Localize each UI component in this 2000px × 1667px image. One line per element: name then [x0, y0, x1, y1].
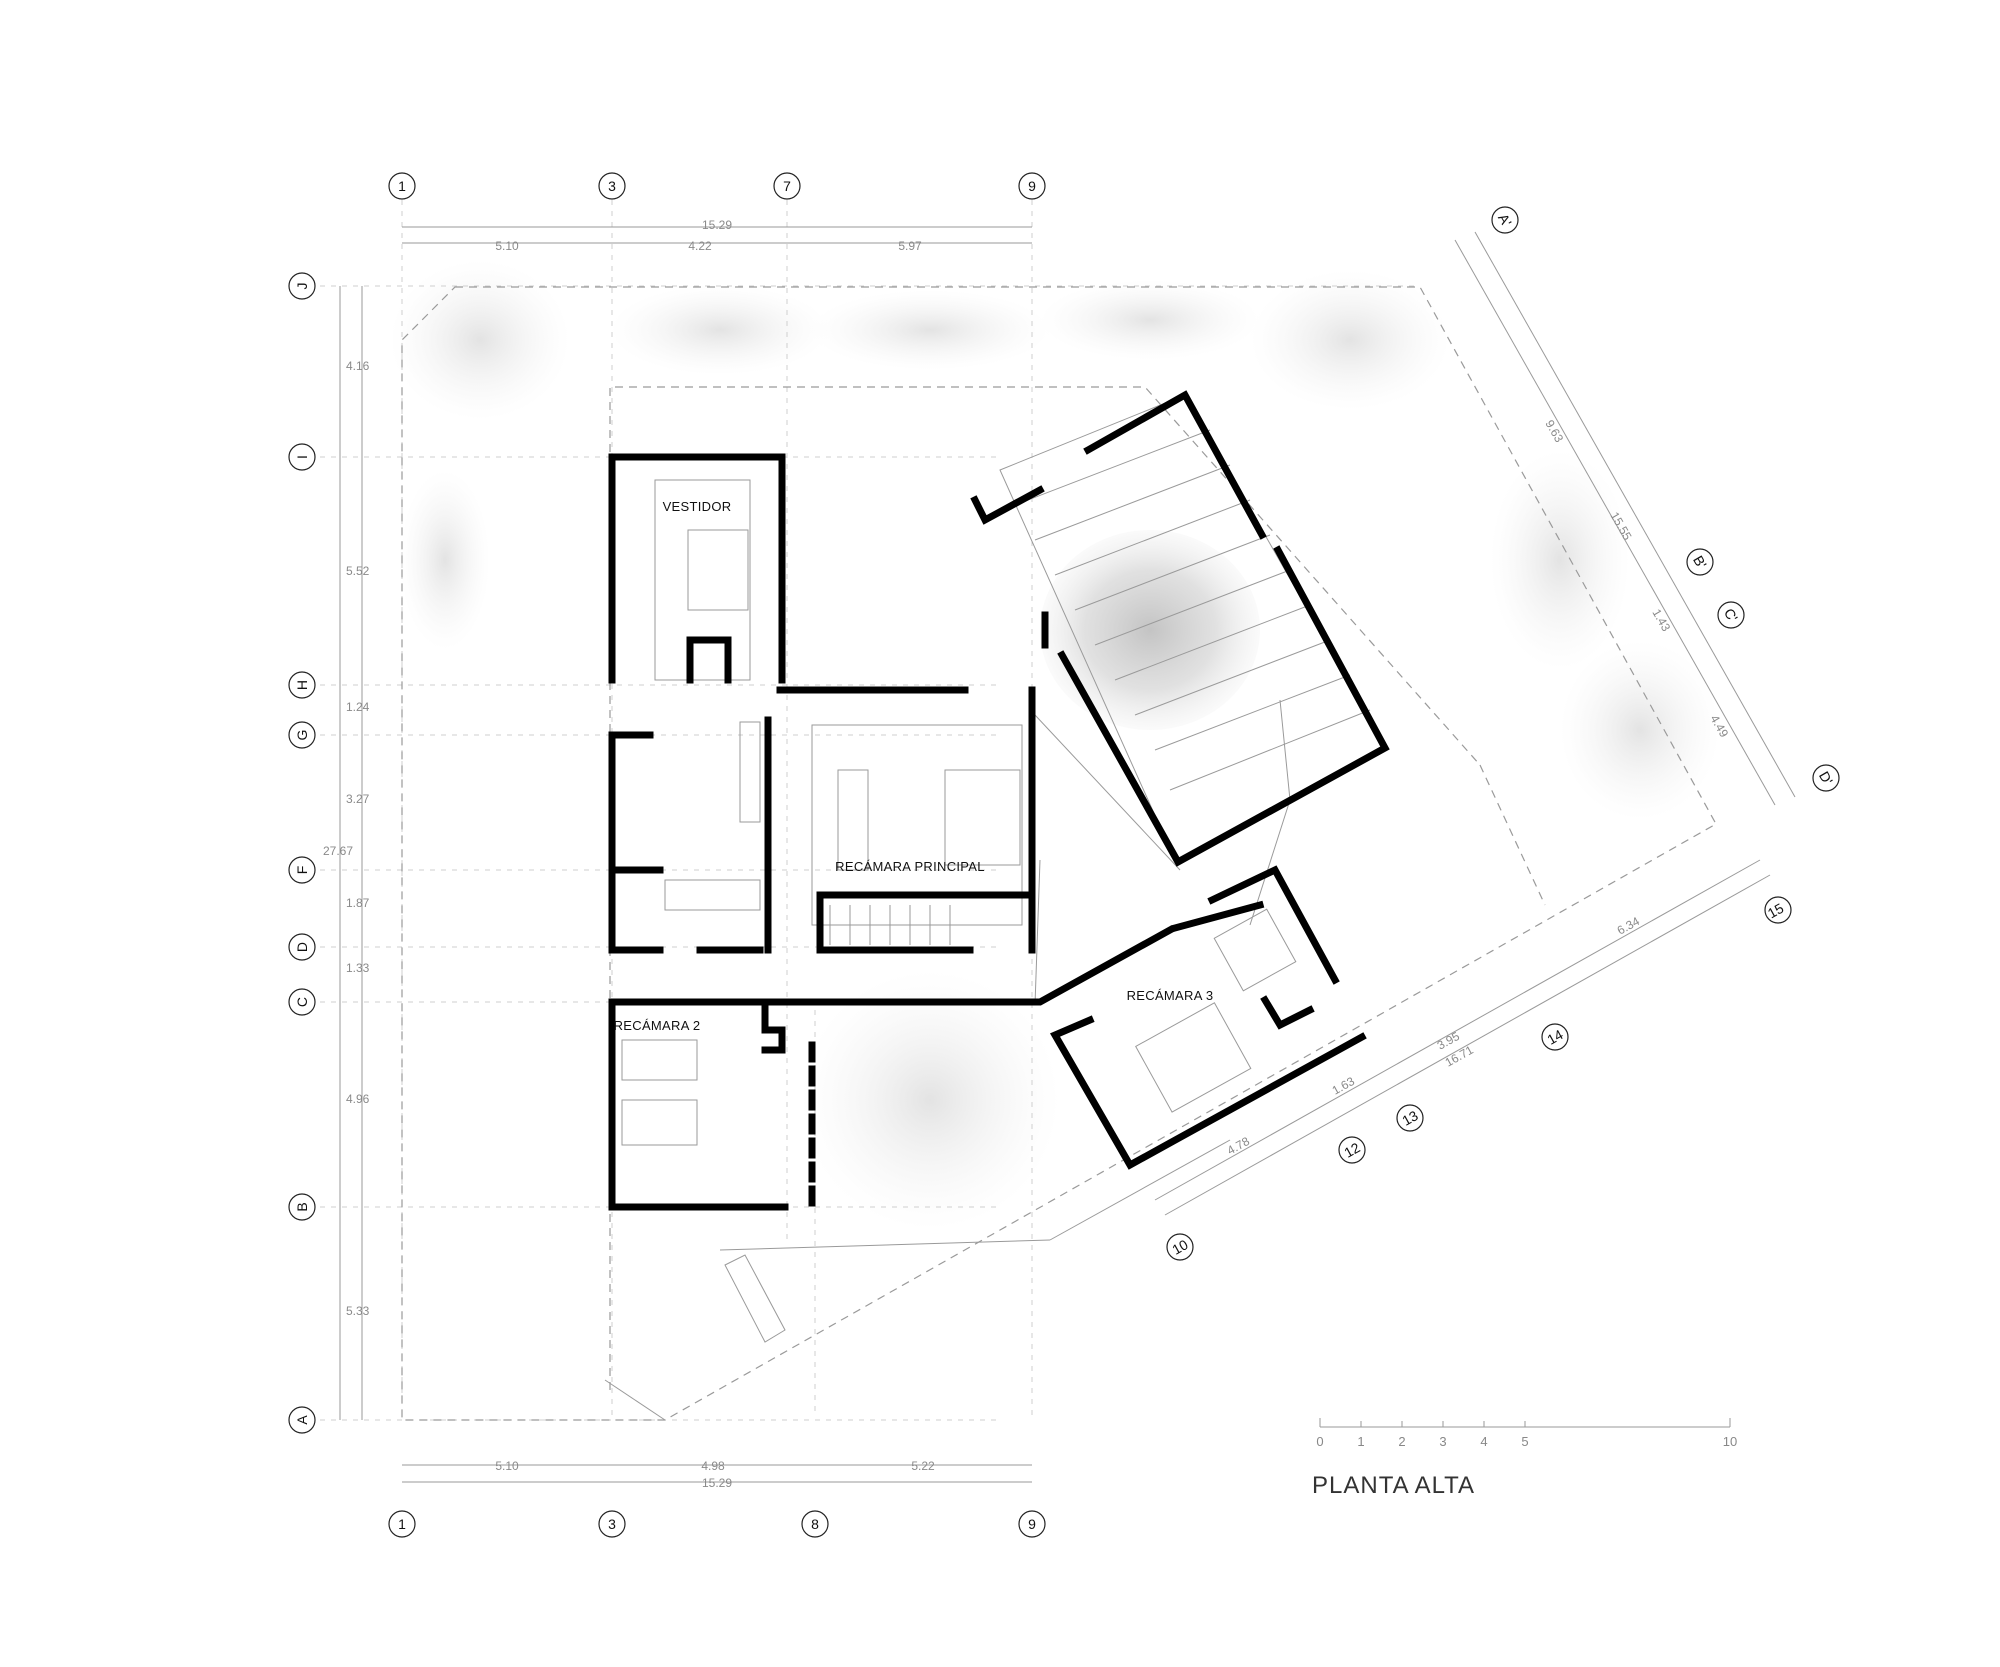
scale-label-4: 4 [1480, 1434, 1487, 1449]
dim-right-1: 9.63 [1542, 418, 1566, 446]
svg-text:B: B [294, 1202, 310, 1211]
dim-left-5: 1.87 [346, 896, 370, 910]
svg-text:9: 9 [1028, 1516, 1036, 1532]
dim-bottom-total: 15.29 [702, 1476, 732, 1490]
dim-left-6: 1.33 [346, 961, 370, 975]
scale-label-1: 1 [1357, 1434, 1364, 1449]
grid-bubble-top-3: 3 [598, 172, 626, 200]
room-label-principal: RECÁMARA PRINCIPAL [835, 859, 985, 874]
svg-text:9: 9 [1028, 178, 1036, 194]
dim-left-3: 1.24 [346, 700, 370, 714]
bottom-dimensions [402, 1464, 1032, 1483]
room-label-recamara-2: RECÁMARA 2 [614, 1018, 701, 1033]
scale-label-2: 2 [1398, 1434, 1405, 1449]
grid-bubble-D-prime: D' [1812, 764, 1840, 792]
grid-bubble-D: D [288, 933, 316, 961]
grid-bubble-bottom-9: 9 [1018, 1510, 1046, 1538]
dim-top-3: 5.97 [898, 239, 922, 253]
dim-top-2: 4.22 [688, 239, 712, 253]
dim-bottom-3: 5.22 [911, 1459, 935, 1473]
grid-bubble-B-prime: B' [1686, 548, 1714, 576]
svg-text:D: D [294, 942, 310, 952]
dim-right-2: 1.43 [1649, 607, 1673, 635]
dim-bottom-2: 4.98 [701, 1459, 725, 1473]
grid-bubble-A-prime: A' [1491, 206, 1519, 234]
grid-bubble-C: C [288, 988, 316, 1016]
dim-left-7: 4.96 [346, 1092, 370, 1106]
dim-left-2: 5.52 [346, 564, 370, 578]
grid-bubble-C-prime: C' [1717, 601, 1745, 629]
svg-text:G: G [294, 730, 310, 741]
room-label-recamara-3: RECÁMARA 3 [1127, 988, 1214, 1003]
grid-bubble-13: 13 [1396, 1104, 1424, 1132]
grid-bubble-bottom-8: 8 [801, 1510, 829, 1538]
svg-text:15: 15 [1765, 900, 1787, 922]
svg-text:3: 3 [608, 1516, 616, 1532]
grid-bubble-top-7: 7 [773, 172, 801, 200]
vegetation [390, 260, 1720, 1230]
grid-bubble-F: F [288, 856, 316, 884]
courtyard-pavilion [970, 390, 1390, 867]
svg-text:12: 12 [1341, 1139, 1363, 1161]
scale-label-0: 0 [1316, 1434, 1323, 1449]
svg-text:C: C [294, 997, 310, 1007]
top-dimensions [402, 226, 1032, 244]
svg-text:7: 7 [783, 178, 791, 194]
svg-text:1: 1 [398, 178, 406, 194]
dim-left-8: 5.33 [346, 1304, 370, 1318]
right-diagonal-dimensions [1454, 231, 1796, 806]
svg-text:3: 3 [608, 178, 616, 194]
dim-bottom-1: 5.10 [495, 1459, 519, 1473]
grid-lines [320, 200, 1420, 1421]
svg-text:14: 14 [1544, 1026, 1566, 1048]
bed-icon [621, 1099, 698, 1146]
grid-bubble-J: J [288, 272, 316, 300]
svg-text:1: 1 [398, 1516, 406, 1532]
grid-bubble-H: H [288, 671, 316, 699]
grid-bubble-G: G [288, 721, 316, 749]
grid-bubble-top-1: 1 [388, 172, 416, 200]
svg-text:8: 8 [811, 1516, 819, 1532]
svg-text:A: A [294, 1415, 310, 1425]
bed-icon [1135, 1002, 1252, 1113]
bed-icon [621, 1039, 698, 1081]
grid-bubble-A: A [288, 1406, 316, 1434]
grid-bubble-B: B [288, 1193, 316, 1221]
svg-text:J: J [294, 283, 310, 290]
grid-bubble-14: 14 [1541, 1023, 1569, 1051]
grid-bubble-bottom-3: 3 [598, 1510, 626, 1538]
dim-left-4: 3.27 [346, 792, 370, 806]
grid-bubble-12: 12 [1338, 1136, 1366, 1164]
svg-text:10: 10 [1169, 1236, 1191, 1258]
scale-label-10: 10 [1723, 1434, 1737, 1449]
left-dimensions [339, 286, 363, 1420]
dim-left-1: 4.16 [346, 359, 370, 373]
drawing-title: PLANTA ALTA [1312, 1472, 1475, 1499]
grid-bubble-10: 10 [1166, 1233, 1194, 1261]
scale-bar [1319, 1418, 1731, 1428]
dim-top-total: 15.29 [702, 218, 732, 232]
scale-label-3: 3 [1439, 1434, 1446, 1449]
courtyard-tree-icon [1040, 530, 1260, 730]
svg-text:13: 13 [1399, 1107, 1421, 1129]
grid-bubble-I: I [288, 443, 316, 471]
dim-top-1: 5.10 [495, 239, 519, 253]
svg-text:H: H [294, 680, 310, 690]
grid-bubble-15: 15 [1764, 896, 1792, 924]
grid-bubble-bottom-1: 1 [388, 1510, 416, 1538]
building-walls [608, 453, 1367, 1211]
svg-text:F: F [294, 866, 310, 875]
site-outline [401, 286, 1717, 1421]
dim-diag-4: 4.78 [1225, 1134, 1252, 1158]
grid-bubble-top-9: 9 [1018, 172, 1046, 200]
dim-left-total: 27.67 [323, 844, 353, 858]
bed-icon [944, 769, 1021, 866]
svg-text:I: I [294, 455, 310, 459]
room-label-vestidor: VESTIDOR [663, 499, 732, 514]
bottom-diagonal-dimensions [1154, 859, 1771, 1216]
scale-label-5: 5 [1521, 1434, 1528, 1449]
